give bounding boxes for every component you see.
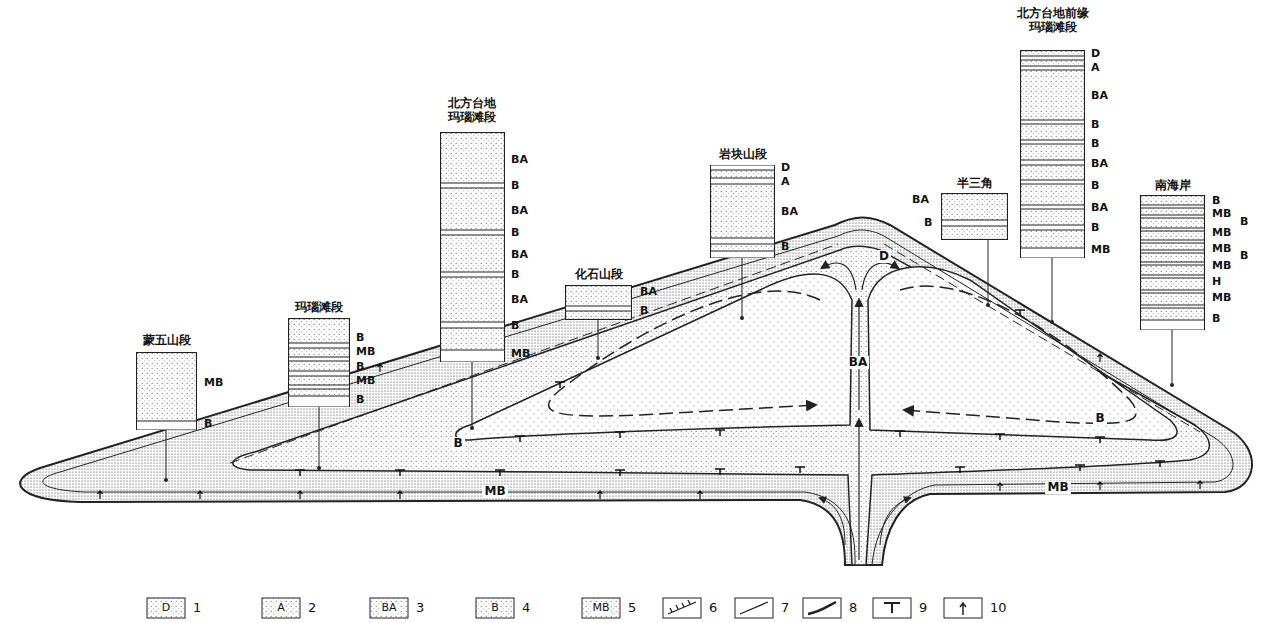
layer-code: BA	[1091, 90, 1108, 102]
facies-label: MB	[1045, 481, 1070, 494]
layer-code: B	[511, 320, 519, 332]
stratigraphic-column: 蒙五山段MBB	[136, 352, 197, 430]
swatch-code: MB	[591, 602, 610, 614]
layer-code: MB	[204, 377, 223, 389]
swatch-code: D	[161, 602, 171, 614]
legend-number: 9	[919, 601, 927, 615]
layer-code: A	[1091, 62, 1100, 74]
column-layers	[941, 193, 1008, 240]
layer-code: BA	[1091, 158, 1108, 170]
swatch-code: B	[490, 602, 500, 614]
layer-code: BA	[511, 154, 528, 166]
layer-code: MB	[356, 346, 375, 358]
column-heading: 蒙五山段	[143, 333, 191, 347]
layer-code: MB	[1212, 292, 1231, 304]
column-layers	[288, 318, 350, 407]
layer-code: BA	[511, 294, 528, 306]
swatch-code: BA	[380, 602, 397, 614]
layer-code: B	[1091, 119, 1099, 131]
layer-code: B	[204, 418, 212, 430]
layer-code: B	[1091, 180, 1099, 192]
stratigraphic-column: 北方台地前缘 玛瑙滩段DABABBBABBABMB	[1020, 50, 1085, 258]
layer-code: MB	[1091, 244, 1110, 256]
layer-code: MB	[1212, 260, 1231, 272]
column-layers	[1020, 50, 1085, 258]
layer-code: D	[1091, 48, 1100, 60]
layer-code: MB	[511, 348, 530, 360]
facies-label: B	[1093, 412, 1106, 425]
legend-number: 1	[193, 601, 201, 615]
column-layers	[710, 165, 775, 258]
layer-code: BA	[511, 205, 528, 217]
layer-code: B	[511, 269, 519, 281]
column-layers	[440, 132, 505, 362]
column-heading: 南海岸	[1155, 178, 1191, 192]
layer-code: B	[356, 361, 364, 373]
legend-number: 6	[709, 601, 717, 615]
layer-code: MB	[1212, 208, 1231, 220]
legend-number: 2	[308, 601, 316, 615]
layer-code: B	[1240, 216, 1248, 228]
swatch-code: A	[276, 602, 286, 614]
column-heading: 北方台地前缘 玛瑙滩段	[1014, 6, 1091, 34]
stratigraphic-column: 化石山段BAB	[565, 285, 632, 320]
stratigraphic-column: 岩块山段DABAB	[710, 165, 775, 258]
layer-code: B	[356, 332, 364, 344]
column-layers	[565, 285, 632, 320]
column-heading: 半三角	[957, 176, 993, 190]
layer-code: MB	[356, 375, 375, 387]
layer-code: BA	[912, 194, 929, 206]
column-heading: 化石山段	[575, 267, 623, 281]
layer-code: B	[1240, 250, 1248, 262]
legend-number: 4	[522, 601, 530, 615]
layer-code: B	[640, 305, 648, 317]
column-heading: 岩块山段	[719, 147, 767, 161]
layer-code: BA	[511, 249, 528, 261]
stratigraphic-column: 北方台地 玛瑙滩段BABBABBABBABMB	[440, 132, 505, 362]
column-heading: 玛瑙滩段	[295, 300, 343, 314]
layer-code: MB	[1212, 227, 1231, 239]
stratigraphic-column: 玛瑙滩段BMBBMBB	[288, 318, 350, 407]
layer-code: B	[924, 217, 932, 229]
legend-number: 3	[416, 601, 424, 615]
layer-code: BA	[1091, 202, 1108, 214]
layer-code: D	[781, 162, 790, 174]
column-layers	[1140, 195, 1205, 330]
column-layers	[136, 352, 197, 430]
legend-number: 5	[628, 601, 636, 615]
column-heading: 北方台地 玛瑙滩段	[446, 96, 499, 124]
layer-code: A	[781, 176, 790, 188]
layer-code: B	[356, 394, 364, 406]
legend-number: 8	[849, 601, 857, 615]
layer-code: H	[1212, 276, 1221, 288]
layer-code: MB	[1212, 243, 1231, 255]
layer-code: B	[1212, 195, 1220, 207]
legend-number: 7	[781, 601, 789, 615]
stratigraphic-column: 半三角BAB	[941, 193, 1008, 240]
legend-number: 10	[990, 601, 1007, 615]
layer-code: B	[511, 227, 519, 239]
layer-code: BA	[640, 286, 657, 298]
layer-code: B	[1091, 222, 1099, 234]
layer-code: B	[511, 180, 519, 192]
stratigraphic-column: 南海岸BMBBMBMBBMBHMBB	[1140, 195, 1205, 330]
layer-code: B	[781, 241, 789, 253]
facies-label: BA	[847, 356, 869, 369]
layer-code: B	[1091, 138, 1099, 150]
facies-label: D	[877, 250, 891, 263]
facies-label: B	[451, 437, 464, 450]
layer-code: B	[1212, 313, 1220, 325]
layer-code: BA	[781, 206, 798, 218]
facies-label: MB	[482, 485, 507, 498]
